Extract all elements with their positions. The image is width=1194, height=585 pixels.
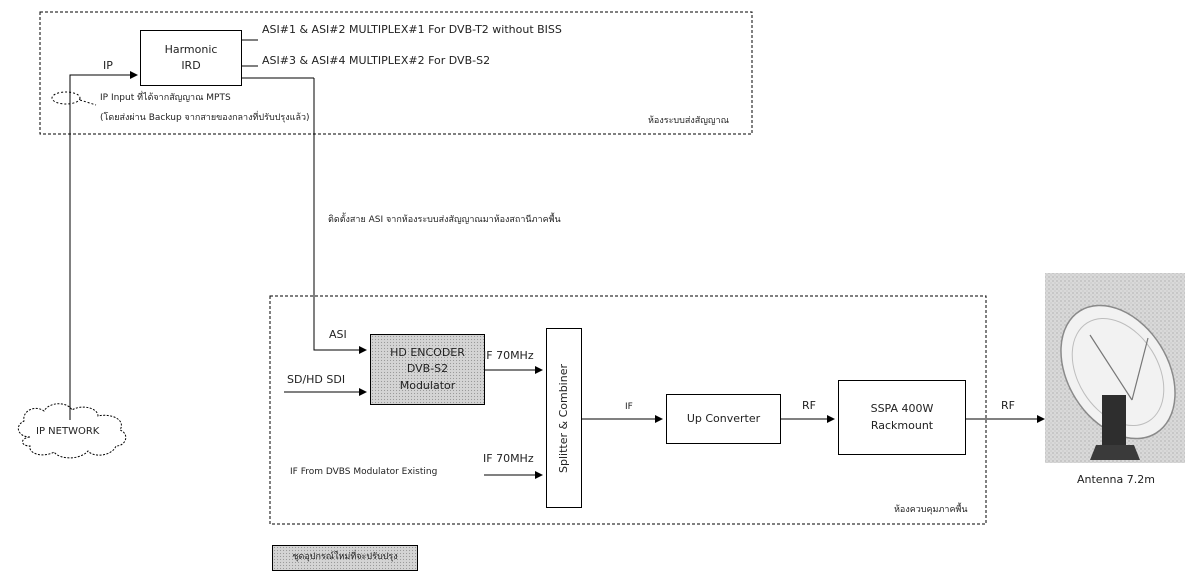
sspa-box: SSPA 400W Rackmount — [838, 380, 966, 455]
legend-new-equipment: ชุดอุปกรณ์ใหม่ที่จะปรับปรุง — [272, 545, 418, 571]
antenna-label: Antenna 7.2m — [1077, 473, 1155, 486]
cloud-icon — [17, 403, 127, 459]
sdi-input-label: SD/HD SDI — [287, 373, 346, 386]
ip-label: IP — [103, 59, 113, 72]
ip-input-note: IP Input ที่ได้จากสัญญาณ MPTS — [100, 93, 231, 103]
top-room-frame — [39, 11, 753, 135]
bottom-room-label: ห้องควบคุมภาคพื้น — [894, 505, 968, 515]
hd-encoder-box: HD ENCODER DVB-S2 Modulator — [370, 334, 485, 405]
splitter-label: Splitter & Combiner — [556, 363, 570, 473]
harmonic-ird-box: Harmonic IRD — [140, 30, 242, 86]
note-pointer — [79, 99, 97, 106]
backup-note: (โดยส่งผ่าน Backup จากสายของกลางที่ปรับป… — [100, 113, 310, 123]
up-converter-box: Up Converter — [666, 394, 781, 444]
rf-label-2: RF — [1001, 399, 1015, 412]
sspa-label-line1: SSPA 400W — [870, 402, 934, 415]
ird-label-line2: IRD — [181, 59, 201, 72]
if-from-existing-label: IF From DVBS Modulator Existing — [290, 467, 438, 477]
if-70mhz-label-upper: IF 70MHz — [483, 349, 534, 362]
antenna-image — [1045, 273, 1185, 463]
if-70mhz-label-lower: IF 70MHz — [483, 452, 534, 465]
top-room-label: ห้องระบบส่งสัญญาณ — [648, 116, 729, 126]
ird-label-line1: Harmonic — [164, 42, 218, 56]
rf-label-1: RF — [802, 399, 816, 412]
legend-label: ชุดอุปกรณ์ใหม่ที่จะปรับปรุง — [292, 552, 398, 563]
if-label: IF — [625, 402, 633, 412]
ip-network-link — [69, 71, 138, 420]
encoder-label-line3: Modulator — [399, 378, 456, 392]
ip-network-label: IP NETWORK — [36, 426, 100, 437]
encoder-label-line2: DVB-S2 — [406, 362, 449, 376]
upconverter-label: Up Converter — [686, 411, 761, 425]
asi-cable — [313, 78, 367, 354]
asi-input-label: ASI — [329, 328, 347, 341]
note-marker-ellipse — [51, 91, 81, 105]
bottom-room-frame — [269, 295, 987, 525]
splitter-combiner-box: Splitter & Combiner — [546, 328, 582, 508]
asi-mux1-label: ASI#1 & ASI#2 MULTIPLEX#1 For DVB-T2 wit… — [262, 23, 562, 36]
asi-mux2-label: ASI#3 & ASI#4 MULTIPLEX#2 For DVB-S2 — [262, 54, 491, 67]
encoder-label-line1: HD ENCODER — [390, 345, 465, 359]
sspa-label-line2: Rackmount — [870, 418, 934, 432]
asi-cable-note: ติดตั้งสาย ASI จากห้องระบบส่งสัญญาณมาห้อ… — [328, 215, 561, 225]
